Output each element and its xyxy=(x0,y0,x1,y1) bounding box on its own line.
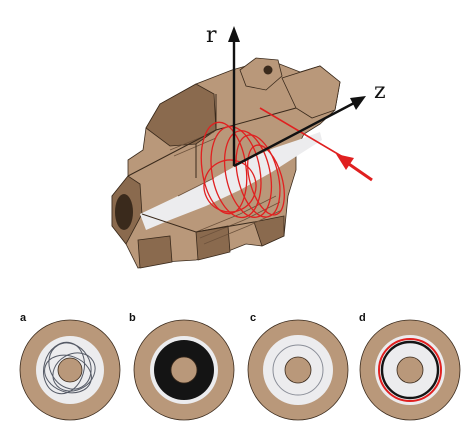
inner-rod xyxy=(396,356,424,384)
panel-label: b xyxy=(129,312,136,324)
device-edges xyxy=(127,94,297,233)
flange-hole xyxy=(263,65,273,75)
cutaway-device xyxy=(111,57,341,269)
cross-section-panels: a b c d xyxy=(19,312,461,421)
red-ring xyxy=(378,338,442,402)
z-axis-line xyxy=(233,100,357,168)
orbit-loop xyxy=(247,144,285,216)
black-ring xyxy=(380,340,440,400)
nozzle-opening xyxy=(115,194,133,230)
panel-a: a xyxy=(19,312,121,421)
upper-flange xyxy=(239,57,283,91)
r-axis-label: r xyxy=(206,23,217,48)
electron-beam xyxy=(200,107,349,219)
r-axis-arrowhead xyxy=(228,26,240,42)
orbit-loop xyxy=(210,125,262,219)
orbit-traces xyxy=(43,341,96,395)
orbit-loop xyxy=(203,159,257,213)
panel-b: b xyxy=(129,312,235,421)
input-arrow xyxy=(336,154,373,182)
input-arrow-head xyxy=(336,154,354,170)
panel-label: c xyxy=(250,312,256,324)
thin-gray-circle xyxy=(272,344,324,396)
panel-label: d xyxy=(359,312,366,324)
panel-c: c xyxy=(247,312,349,421)
lower-block-far xyxy=(253,215,285,247)
panel-label: a xyxy=(20,312,27,324)
z-axis-arrowhead xyxy=(350,96,366,110)
orbit-loop xyxy=(235,134,281,218)
beam-line xyxy=(259,107,349,161)
inner-rod xyxy=(57,357,83,383)
inner-cavity xyxy=(140,132,322,230)
rear-lobe xyxy=(145,83,217,147)
orbit-loop xyxy=(223,130,273,218)
axes: r z xyxy=(206,23,386,168)
lower-block-left xyxy=(137,235,173,269)
inner-rod xyxy=(170,356,198,384)
inner-rod xyxy=(284,356,312,384)
panel-d: d xyxy=(359,312,461,421)
z-axis-label: z xyxy=(374,79,386,104)
